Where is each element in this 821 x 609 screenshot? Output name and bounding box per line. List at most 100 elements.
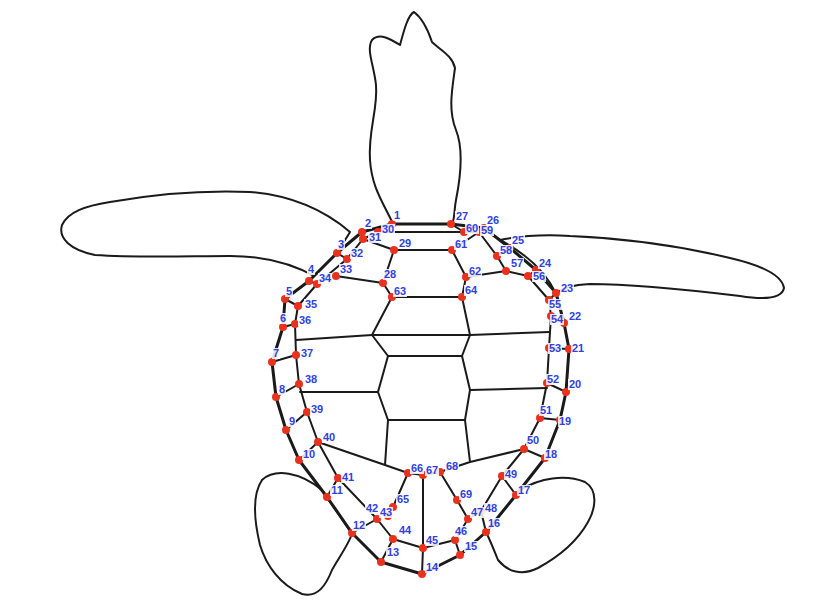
landmark-number: 69 xyxy=(459,489,473,500)
costal-line xyxy=(318,442,385,465)
costal-line xyxy=(470,388,547,390)
head-outline xyxy=(370,12,461,224)
landmark-dot xyxy=(389,535,397,543)
landmark-number: 15 xyxy=(464,541,478,552)
costal-line xyxy=(296,335,372,340)
landmark-number: 1 xyxy=(393,210,401,221)
landmark-number: 47 xyxy=(470,507,484,518)
landmark-number: 6 xyxy=(279,313,287,324)
left-front-flipper xyxy=(61,192,350,278)
landmark-number: 2 xyxy=(364,218,372,229)
landmark-number: 54 xyxy=(550,314,564,325)
marginal-divider xyxy=(286,412,307,430)
landmark-number: 31 xyxy=(368,232,382,243)
landmark-number: 4 xyxy=(307,264,315,275)
landmark-number: 41 xyxy=(341,472,355,483)
landmark-number: 51 xyxy=(539,405,553,416)
landmark-number: 30 xyxy=(381,224,395,235)
landmark-number: 22 xyxy=(568,311,582,322)
landmark-dot xyxy=(268,358,276,366)
landmark-dot xyxy=(358,228,366,236)
landmark-number: 67 xyxy=(425,465,439,476)
landmark-dot xyxy=(390,246,398,254)
landmark-dot xyxy=(379,279,387,287)
landmark-number: 23 xyxy=(560,283,574,294)
landmark-dot xyxy=(305,277,313,285)
landmark-number: 45 xyxy=(425,535,439,546)
landmark-number: 55 xyxy=(548,299,562,310)
landmark-number: 62 xyxy=(468,266,482,277)
landmark-number: 38 xyxy=(304,374,318,385)
vertebral-line xyxy=(372,297,408,473)
landmark-number: 48 xyxy=(484,503,498,514)
landmark-number: 61 xyxy=(454,239,468,250)
landmark-number: 7 xyxy=(272,348,280,359)
landmark-number: 59 xyxy=(480,225,494,236)
landmark-number: 8 xyxy=(278,384,286,395)
landmark-dot xyxy=(524,272,532,280)
landmark-dot xyxy=(451,536,459,544)
landmark-dot xyxy=(377,558,385,566)
landmark-dot xyxy=(294,302,302,310)
landmark-number: 40 xyxy=(322,432,336,443)
left-hind-flipper xyxy=(255,473,352,595)
landmark-number: 53 xyxy=(548,343,562,354)
landmark-number: 32 xyxy=(350,248,364,259)
vertebral-line xyxy=(372,334,470,336)
landmark-number: 65 xyxy=(396,494,410,505)
landmark-number: 35 xyxy=(304,299,318,310)
costal-line xyxy=(300,391,378,393)
landmark-number: 24 xyxy=(538,258,552,269)
landmark-number: 44 xyxy=(398,525,412,536)
landmark-number: 63 xyxy=(393,286,407,297)
landmark-number: 29 xyxy=(398,238,412,249)
landmark-number: 34 xyxy=(318,273,332,284)
landmark-number: 36 xyxy=(298,315,312,326)
landmark-number: 13 xyxy=(386,547,400,558)
landmark-number: 14 xyxy=(425,562,439,573)
landmark-dot xyxy=(333,249,341,257)
landmark-number: 19 xyxy=(558,416,572,427)
landmark-number: 5 xyxy=(285,286,293,297)
landmark-number: 10 xyxy=(302,449,316,460)
landmark-number: 66 xyxy=(410,463,424,474)
landmark-number: 27 xyxy=(455,211,469,222)
vertebral-line xyxy=(388,355,462,357)
marginal-ring xyxy=(295,232,551,548)
landmark-number: 9 xyxy=(288,416,296,427)
landmark-dot xyxy=(520,445,528,453)
landmark-number: 33 xyxy=(339,264,353,275)
landmark-dot xyxy=(295,380,303,388)
landmark-number: 16 xyxy=(487,518,501,529)
vertebral-line xyxy=(388,419,465,421)
landmark-number: 50 xyxy=(526,435,540,446)
landmark-number: 18 xyxy=(544,449,558,460)
landmark-number: 43 xyxy=(379,507,393,518)
vertebral-line xyxy=(440,297,470,472)
landmark-number: 42 xyxy=(365,503,379,514)
landmark-number: 52 xyxy=(546,374,560,385)
costal-line xyxy=(470,332,549,335)
landmark-dot xyxy=(359,235,367,243)
landmark-number: 68 xyxy=(445,461,459,472)
landmark-number: 20 xyxy=(568,379,582,390)
landmark-number: 11 xyxy=(330,485,344,496)
landmark-number: 58 xyxy=(499,245,513,256)
landmark-dot xyxy=(292,351,300,359)
landmark-dot xyxy=(502,267,510,275)
landmark-dot xyxy=(279,323,287,331)
postcentral-line xyxy=(422,475,424,548)
landmark-dot xyxy=(456,551,464,559)
landmark-dot xyxy=(314,438,322,446)
costal-line xyxy=(452,250,466,277)
landmark-number: 64 xyxy=(464,285,478,296)
landmark-number: 57 xyxy=(510,258,524,269)
landmark-number: 49 xyxy=(504,469,518,480)
landmark-number: 21 xyxy=(571,343,585,354)
landmark-number: 46 xyxy=(454,526,468,537)
landmark-dot xyxy=(282,426,290,434)
landmark-number: 56 xyxy=(532,271,546,282)
landmark-dot xyxy=(552,289,560,297)
